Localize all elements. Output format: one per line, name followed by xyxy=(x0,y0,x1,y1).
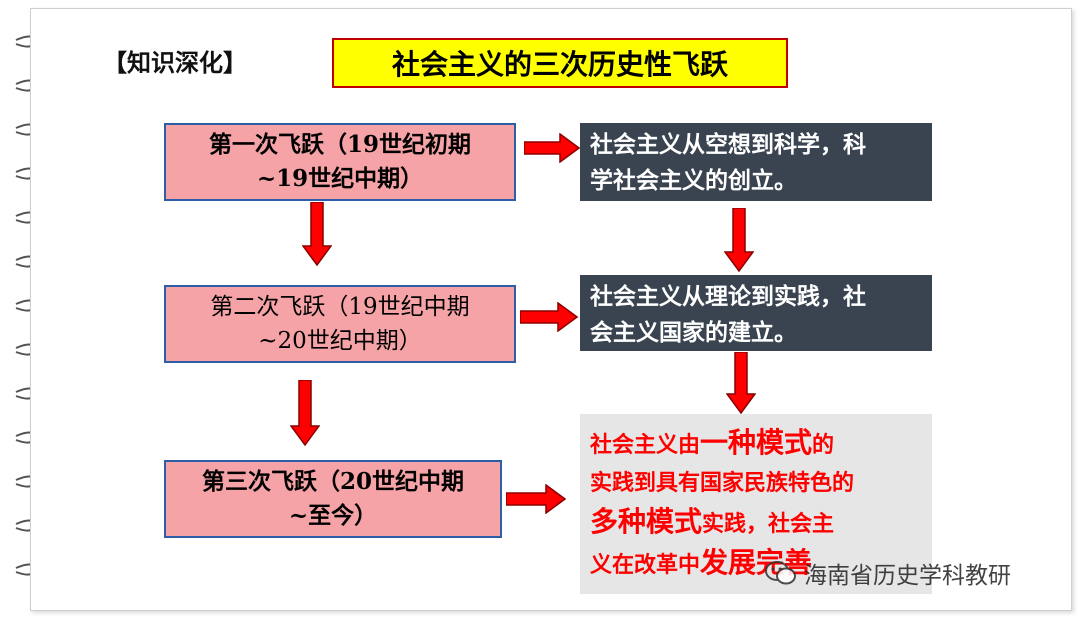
result-2-line2: 会主义国家的建立。 xyxy=(590,320,797,346)
result-1-line2: 学社会主义的创立。 xyxy=(590,168,797,194)
result-box-2: 社会主义从理论到实践，社 会主义国家的建立。 xyxy=(580,275,932,351)
down-arrow-icon xyxy=(302,202,332,266)
result-3-text-c: 实践，社会主 xyxy=(702,512,835,537)
result-3-line1: 社会主义由一种模式的 xyxy=(590,424,922,465)
stage-3-line2: ~至今） xyxy=(288,502,378,529)
result-3-text-b: 的 xyxy=(812,433,835,458)
stage-box-3: 第三次飞跃（20世纪中期 ~至今） xyxy=(164,460,502,538)
stage-1-line1: 第一次飞跃（19世纪初期 xyxy=(208,131,471,158)
result-3-text-a: 社会主义由 xyxy=(590,433,701,458)
result-3-line3: 多种模式实践，社会主 xyxy=(590,503,922,544)
right-arrow-icon xyxy=(520,302,578,332)
right-arrow-icon xyxy=(506,484,566,514)
result-2-line1: 社会主义从理论到实践，社 xyxy=(590,284,866,310)
stage-3-line1: 第三次飞跃（20世纪中期 xyxy=(201,468,464,495)
down-arrow-icon xyxy=(290,380,320,446)
result-3-emphasis-one-mode: 一种模式 xyxy=(700,426,813,459)
stage-box-2: 第二次飞跃（19世纪中期 ~20世纪中期） xyxy=(164,285,516,363)
watermark: 海南省历史学科教研 xyxy=(764,556,1011,590)
result-3-emphasis-many-modes: 多种模式 xyxy=(590,505,703,538)
stage-1-line2: ~19世纪中期） xyxy=(256,165,424,192)
diagram-title-box: 社会主义的三次历史性飞跃 xyxy=(332,38,788,88)
result-3-line2: 实践到具有国家民族特色的 xyxy=(590,471,855,496)
result-box-1: 社会主义从空想到科学，科 学社会主义的创立。 xyxy=(580,123,932,201)
wechat-icon xyxy=(765,561,796,585)
watermark-text: 海南省历史学科教研 xyxy=(804,563,1011,589)
result-1-line1: 社会主义从空想到科学，科 xyxy=(590,132,866,158)
right-arrow-icon xyxy=(524,133,580,163)
down-arrow-icon xyxy=(726,352,756,414)
diagram-title: 社会主义的三次历史性飞跃 xyxy=(391,48,728,81)
down-arrow-icon xyxy=(724,208,754,272)
section-heading: 【知识深化】 xyxy=(103,48,247,77)
stage-2-line2: ~20世纪中期） xyxy=(258,328,422,354)
result-3-text-d: 义在改革中 xyxy=(590,553,701,578)
result-box-3: 社会主义由一种模式的 实践到具有国家民族特色的 多种模式实践，社会主 义在改革中… xyxy=(580,414,932,594)
stage-box-1: 第一次飞跃（19世纪初期 ~19世纪中期） xyxy=(164,123,516,201)
stage-2-line1: 第二次飞跃（19世纪中期 xyxy=(210,294,470,320)
